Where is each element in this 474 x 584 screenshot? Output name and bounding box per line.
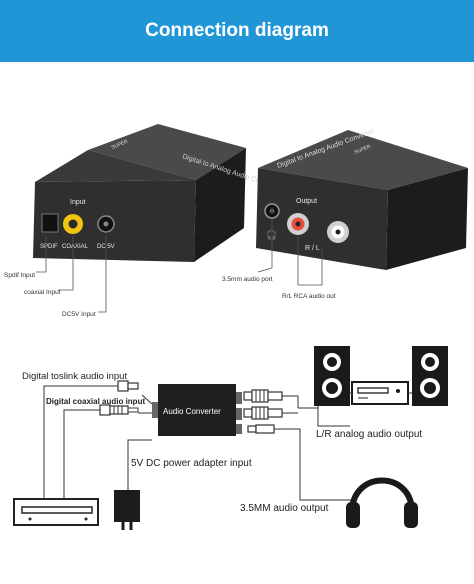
output-label: Output — [296, 198, 317, 205]
label-toslink-input: Digital toslink audio input — [22, 371, 127, 382]
label-coaxial-input: Digital coaxial audio input — [46, 397, 145, 406]
callout-dc5v-input: DC5V Input — [62, 311, 96, 318]
spdif-label: SPDIF — [40, 244, 58, 250]
callout-spdif-input: Spdif Input — [4, 272, 35, 279]
rca-output-plugs — [243, 389, 283, 434]
audio-converter-box: Audio Converter — [152, 384, 242, 436]
rl-label: R / L — [305, 245, 320, 252]
page-title: Connection diagram — [145, 20, 329, 41]
toslink-plug-icon — [117, 380, 139, 392]
device-photo-right: Digital to Analog Audio Converter SUPER … — [256, 128, 468, 270]
converter-label: Audio Converter — [163, 407, 221, 416]
power-adapter-icon — [114, 439, 140, 530]
speaker-right-icon — [412, 346, 448, 406]
amplifier-icon — [351, 381, 409, 405]
title-banner — [0, 0, 474, 62]
label-35mm-output: 3.5MM audio output — [240, 503, 329, 514]
label-power-input: 5V DC power adapter input — [131, 458, 252, 469]
device-photo-left: Digital to Analog Audio Converter SUPER … — [33, 124, 282, 262]
coaxial-plug-icon — [99, 404, 139, 416]
spdif-port — [41, 213, 59, 233]
callout-rl-rca-out: R/L RCA audio out — [282, 293, 336, 300]
callout-coaxial-input: coaxial Input — [24, 289, 61, 296]
label-lr-output: L/R analog audio output — [316, 429, 422, 440]
content-area: Digital to Analog Audio Converter SUPER … — [0, 62, 474, 579]
callout-35mm-port: 3.5mm audio port — [222, 276, 273, 283]
input-label: Input — [70, 199, 86, 206]
connection-illustration: Digital to Analog Audio Converter SUPER … — [4, 124, 468, 530]
headphones-icon — [346, 477, 418, 528]
speaker-left-icon — [314, 346, 350, 406]
coaxial-label: COAXIAL — [62, 244, 89, 250]
dvd-player-icon — [13, 498, 99, 526]
